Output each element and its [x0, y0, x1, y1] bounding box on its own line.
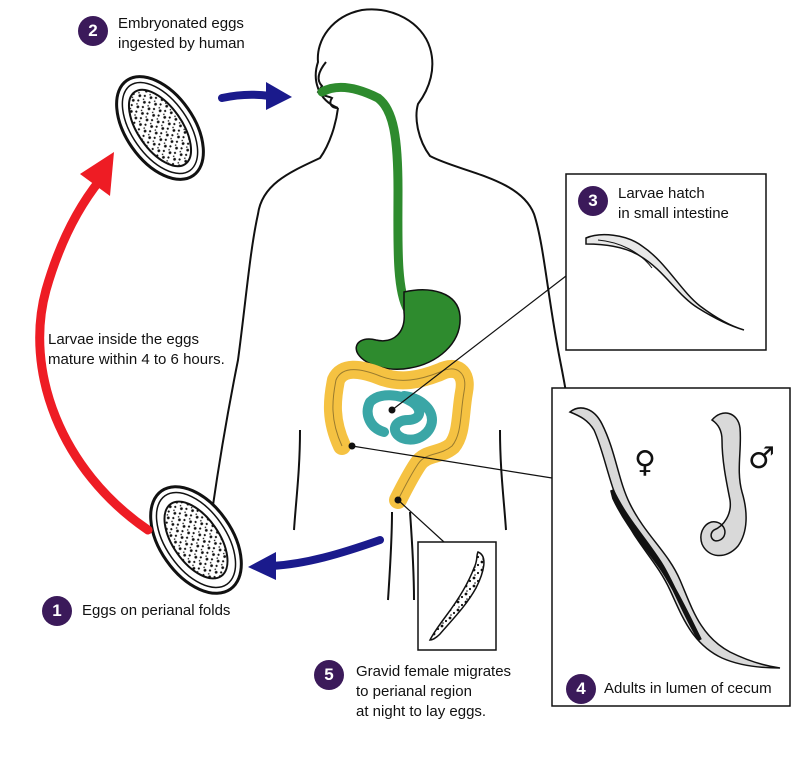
- gravid-female-inset-box: [417, 541, 497, 651]
- adults-inset-box: [551, 387, 791, 707]
- larvae-inset-box: [565, 173, 767, 351]
- gravid-female-illustration: [428, 551, 485, 641]
- leader-line-step-4: [351, 445, 553, 479]
- step-1-label: Eggs on perianal folds: [82, 602, 231, 619]
- female-egg-mass: [610, 489, 702, 642]
- perianal-egg: [149, 485, 243, 595]
- large-intestine: [323, 360, 474, 509]
- maturation-arrow: [35, 175, 153, 535]
- small-intestine: [362, 390, 438, 445]
- female-symbol: ♀: [634, 445, 656, 480]
- step-2-badge: 2: [78, 16, 108, 46]
- embryonated-egg: [115, 75, 205, 181]
- maturation-arrowhead: [80, 152, 114, 196]
- stomach: [355, 289, 461, 370]
- human-body-outline: [211, 8, 583, 601]
- adult-male-worm: [700, 412, 747, 557]
- ingestion-arrowhead: [266, 82, 292, 110]
- leader-line-step-5: [397, 499, 445, 543]
- step-3-badge: 3: [578, 186, 608, 216]
- egg-laying-arrowhead: [248, 552, 276, 580]
- esophagus: [317, 82, 413, 315]
- step-4-label: Adults in lumen of cecum: [604, 680, 772, 697]
- ingestion-arrow: [218, 90, 274, 102]
- step-1-badge: 1: [42, 596, 72, 626]
- step-5-badge: 5: [314, 660, 344, 690]
- leader-line-step-3: [391, 275, 567, 411]
- male-symbol: ♂: [748, 441, 775, 476]
- step-4-badge: 4: [566, 674, 596, 704]
- egg-laying-arrow: [268, 536, 384, 570]
